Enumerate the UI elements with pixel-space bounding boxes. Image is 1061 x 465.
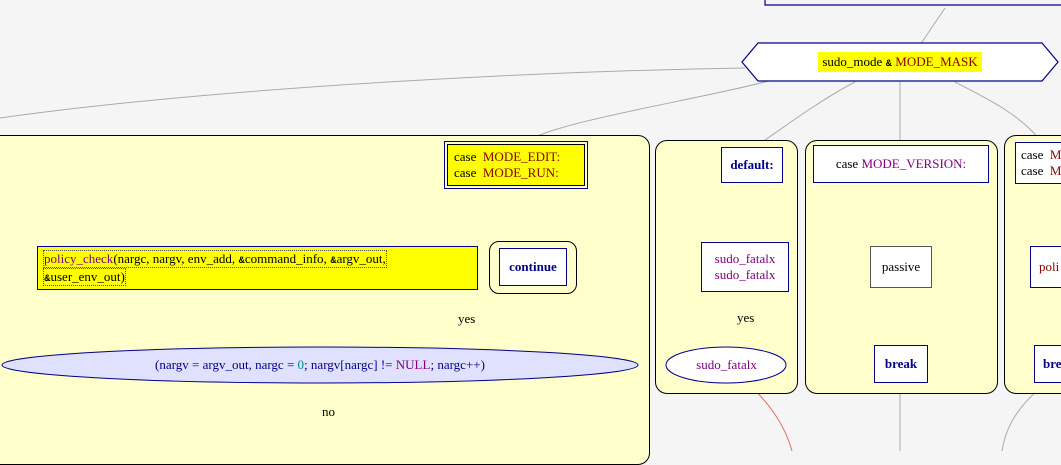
edge-label-no: no [322,404,335,419]
for-open: (nargv [155,357,189,372]
arg-argv-out: argv_out, [336,251,386,266]
switch-op: & [885,58,893,68]
null-macro: NULL [395,357,431,372]
case-kw: case [835,156,859,171]
for-nargc: nargc [255,357,284,372]
fatal-pair-node[interactable]: sudo_fatalx sudo_fatalx [701,242,789,292]
edge-label-yes: yes [458,311,476,326]
edge-fatal-out [749,384,793,451]
case-kw: case [1021,147,1044,162]
arg-command-info: command_info, [244,251,331,266]
fatal-ellipse-shape [665,346,787,384]
semicolon: ; [430,357,435,372]
case-macro-partial: M [1049,147,1061,162]
for-argv-out: argv_out, [202,357,252,372]
continue-outer-frame [489,241,577,294]
for-loop-node[interactable]: (nargv = argv_out, nargc = 0; nargv[narg… [2,345,638,385]
passive-label: passive [881,259,921,274]
break-node[interactable]: break [874,345,928,383]
number-zero: 0 [297,357,305,372]
bre-node[interactable]: bre [1034,345,1061,383]
case-macro-run: MODE_RUN: [482,165,559,180]
case-kw: case [454,149,477,164]
case-kw: case [1021,163,1044,178]
case-macro-partial: M [1049,163,1061,178]
switch-node[interactable]: sudo_mode & MODE_MASK [742,42,1058,82]
case-right-node[interactable]: case M case M [1015,142,1061,184]
op-assign: = [191,357,200,372]
edge-switch-to-right [954,81,1041,141]
default-label: default: [730,157,774,172]
case-macro-edit: MODE_EDIT: [482,149,561,164]
poli-label: poli [1039,259,1060,274]
fatal-line-1: sudo_fatalx [714,251,776,266]
switch-expr: sudo_mode [822,54,883,69]
op-neq: != [380,357,393,372]
for-nargv-index: nargv[nargc] [310,357,378,372]
fatal-ellipse-node[interactable]: sudo_fatalx [664,345,789,385]
edge-label-yes: yes [737,310,755,325]
for-loop-ellipse-shape [1,346,639,384]
continue-node[interactable]: continue [499,248,567,286]
default-node[interactable]: default: [721,147,783,183]
case-edit-run-node[interactable]: case MODE_EDIT: case MODE_RUN: [444,141,588,189]
arg-user-env-out: user_env_out [50,269,121,284]
edge-top-to-switch [919,7,946,46]
break-label: break [884,356,918,371]
case-macro-version: MODE_VERSION: [861,156,967,171]
case-kw: case [454,165,477,180]
bre-label: bre [1043,356,1061,371]
fatal-ellipse-label: sudo_fatalx [696,357,757,372]
op-assign: = [286,357,295,372]
edge-switch-to-edit [524,77,781,143]
edge-curve-left [0,67,746,119]
switch-mask: MODE_MASK [895,54,978,69]
close-paren: ) [120,269,125,284]
amp-symbol: & [330,255,337,265]
policy-check-args: (nargc, nargv, env_add, [113,251,239,266]
passive-node[interactable]: passive [870,246,932,288]
amp-symbol: & [238,255,245,265]
edge-switch-to-default [754,81,856,148]
policy-check-node[interactable]: policy_check(nargc, nargv, env_add, &com… [37,246,478,290]
poli-node[interactable]: poli [1030,246,1061,288]
edge-right-out [1001,387,1041,451]
for-increment: nargc++) [437,357,485,372]
semicolon: ; [304,357,308,372]
amp-symbol: & [44,273,51,283]
fatal-line-2: sudo_fatalx [714,267,776,282]
policy-check-fn: policy_check [44,251,114,266]
top-node-fragment [764,0,1061,6]
continue-label: continue [509,259,557,274]
case-version-node[interactable]: case MODE_VERSION: [813,145,989,183]
